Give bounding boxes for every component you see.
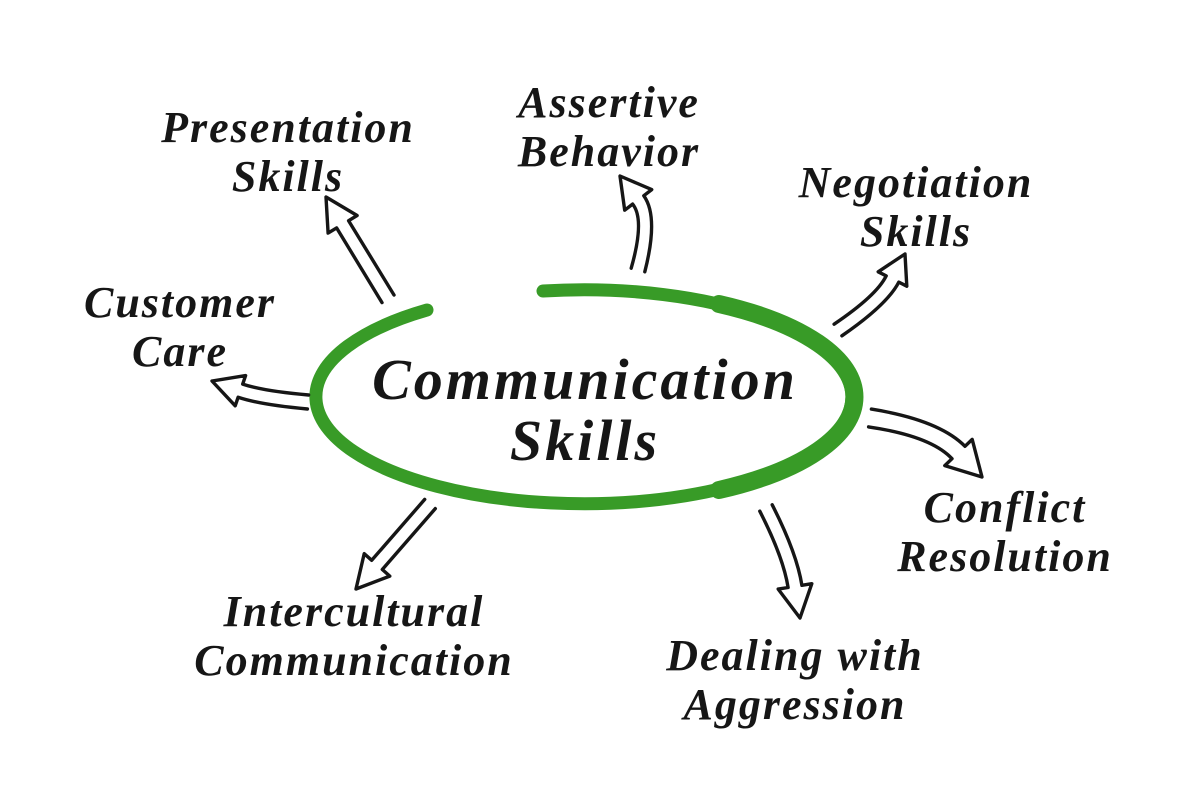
node-label-line2: Aggression <box>683 680 907 729</box>
arrow-conflict-resolution <box>866 407 984 479</box>
node-label-line2: Care <box>131 327 228 376</box>
node-label-line1: Assertive <box>518 78 700 127</box>
arrow-negotiation-skills <box>832 252 909 338</box>
arrow-customer-care <box>210 373 311 411</box>
node-label-intercultural-communication: Intercultural Communication <box>194 587 513 685</box>
node-label-presentation-skills: Presentation Skills <box>161 103 415 201</box>
node-label-line1: Intercultural <box>223 587 485 636</box>
arrow-presentation-skills <box>324 195 396 305</box>
node-label-line2: Skills <box>859 207 973 256</box>
center-ellipse-thick-edge <box>710 295 864 499</box>
node-label-line2: Resolution <box>897 532 1113 581</box>
node-label-line1: Negotiation <box>798 158 1034 207</box>
node-label-line2: Skills <box>231 152 345 201</box>
node-label-line1: Presentation <box>161 103 415 152</box>
arrow-dealing-with-aggression <box>758 503 814 620</box>
node-label-negotiation-skills: Negotiation Skills <box>799 158 1034 256</box>
node-label-line2: Communication <box>194 636 514 685</box>
center-label-line1: Communication <box>372 347 798 412</box>
node-label-line2: Behavior <box>517 127 701 176</box>
node-label-line1: Customer <box>83 278 277 327</box>
node-label-conflict-resolution: Conflict Resolution <box>897 483 1113 581</box>
node-label-line1: Conflict <box>923 483 1087 532</box>
node-label-dealing-with-aggression: Dealing with Aggression <box>666 631 924 729</box>
node-label-customer-care: Customer Care <box>84 278 276 376</box>
arrow-assertive-behavior <box>618 174 654 274</box>
node-label-assertive-behavior: Assertive Behavior <box>518 78 700 176</box>
node-label-line1: Dealing with <box>666 631 924 680</box>
center-node-label: Communication Skills <box>372 349 798 471</box>
center-label-line2: Skills <box>509 408 661 473</box>
arrow-intercultural-communication <box>354 497 437 591</box>
